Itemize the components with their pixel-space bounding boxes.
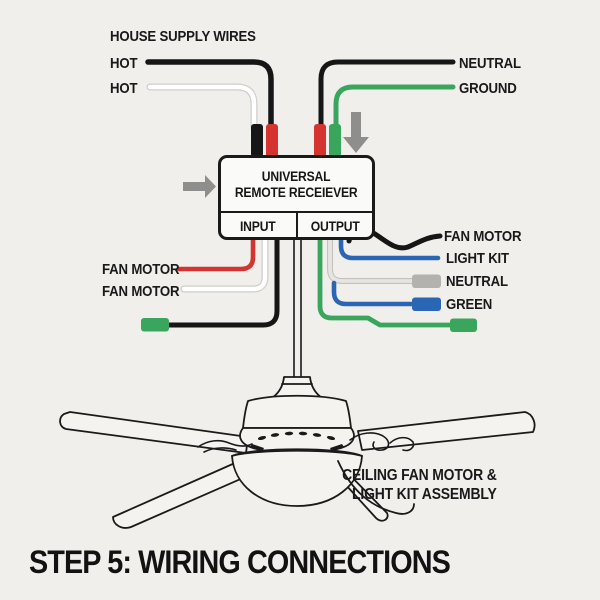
fan-assembly-label-line1: CEILING FAN MOTOR & — [342, 467, 498, 484]
hot-black-wire — [145, 59, 274, 131]
fan-blade-lower-left — [112, 454, 269, 529]
receiver-title-line2: REMOTE RECEIEVER — [235, 184, 358, 200]
page-title: STEP 5: WIRING CONNECTIONS — [29, 544, 451, 580]
ground-supply-label: GROUND — [459, 80, 517, 97]
hot-white-wire — [147, 84, 257, 131]
output-green-label-blue-wire — [331, 280, 415, 307]
fan-label-leader-line — [337, 460, 415, 515]
connector-blue-right — [412, 297, 441, 311]
neutral-right-label: NEUTRAL — [446, 273, 508, 290]
connector-red-top-1 — [266, 124, 278, 157]
ground-supply-wire — [333, 84, 456, 131]
output-green-wire — [317, 237, 453, 328]
input-label: INPUT — [240, 218, 277, 234]
neutral-supply-label: NEUTRAL — [459, 55, 521, 72]
fan-light-dome — [231, 449, 363, 507]
receiver-title-line1: UNIVERSAL — [262, 168, 331, 184]
output-light-kit-blue-wire — [338, 237, 441, 261]
fan-motor-right-label: FAN MOTOR — [444, 228, 522, 245]
connector-red-top-2 — [314, 124, 326, 157]
fan-motor-white-wire — [181, 237, 268, 292]
connector-gray-right — [412, 274, 441, 288]
fan-blade-right — [357, 411, 536, 451]
universal-remote-receiver-box: UNIVERSAL REMOTE RECEIEVER INPUT OUTPUT — [218, 155, 375, 240]
receiver-output-cell: OUTPUT — [298, 213, 373, 239]
right-arrow-icon — [183, 175, 216, 198]
receiver-terminal-row: INPUT OUTPUT — [221, 213, 372, 239]
fan-blade-irons — [197, 432, 415, 453]
fan-motor-left-label-2: FAN MOTOR — [102, 283, 180, 300]
fan-motor-housing — [242, 394, 352, 429]
connector-black-top — [251, 124, 263, 157]
connector-green-left — [141, 318, 169, 332]
fan-blade-left — [59, 411, 249, 454]
light-kit-label: LIGHT KIT — [446, 250, 509, 267]
neutral-supply-wire — [318, 59, 456, 131]
hot-white-wire-edge — [146, 83, 258, 132]
output-label: OUTPUT — [310, 218, 360, 234]
fan-downrod — [293, 239, 302, 378]
receiver-title-section: UNIVERSAL REMOTE RECEIEVER — [221, 158, 372, 213]
output-neutral-gray-wire — [328, 238, 414, 283]
input-black-wire — [165, 237, 280, 328]
hot-label-2: HOT — [110, 80, 138, 97]
receiver-input-cell: INPUT — [221, 213, 298, 239]
house-supply-wires-heading: HOUSE SUPPLY WIRES — [110, 28, 256, 45]
fan-motor-left-label-1: FAN MOTOR — [102, 261, 180, 278]
connector-green-right — [450, 318, 477, 332]
hot-label-1: HOT — [110, 55, 138, 72]
fan-assembly-label-line2: LIGHT KIT ASSEMBLY — [352, 486, 497, 503]
connector-green-top — [329, 124, 341, 157]
down-arrow-icon — [343, 112, 369, 153]
fan-motor-red-wire — [176, 237, 256, 272]
green-right-label: GREEN — [446, 296, 493, 313]
fan-vent-slots — [250, 431, 344, 452]
fan-assembly-label: CEILING FAN MOTOR & LIGHT KIT ASSEMBLY — [342, 466, 498, 504]
